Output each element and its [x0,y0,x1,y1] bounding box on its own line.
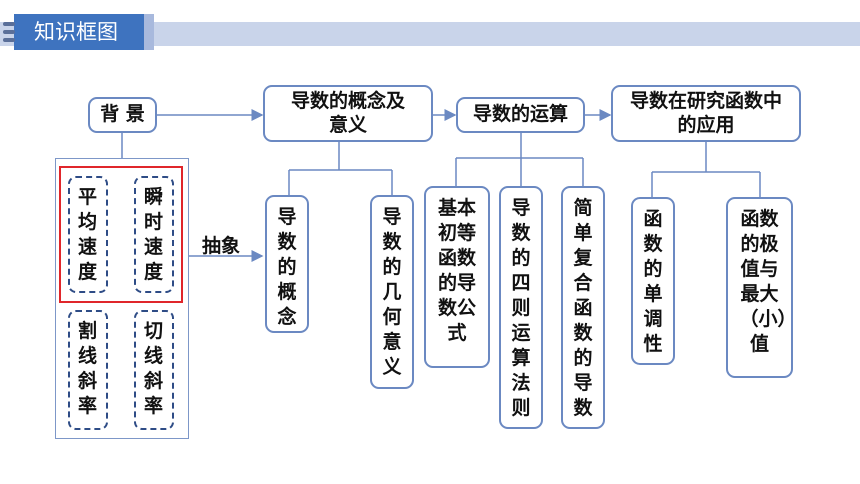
secant-slope-node: 割线斜率 [68,310,108,430]
concept-geo-node: 导数的几何意义 [370,195,414,389]
application-node: 导数在研究函数中的应用 [611,85,801,142]
four-rules-node: 导数的四则运算法则 [499,186,543,429]
header-title: 知识框图 [14,14,144,50]
avg-speed-node: 平均速度 [68,176,108,293]
operation-node: 导数的运算 [456,97,585,133]
binder-ring-icon [3,38,15,42]
concept-node: 导数的概念及意义 [263,85,433,142]
tangent-slope-node: 切线斜率 [134,310,174,430]
binder-ring-icon [3,30,15,34]
monotonic-node: 函数的单调性 [631,197,675,365]
abstract-label: 抽象 [202,235,241,257]
binder-ring-icon [3,22,15,26]
background-node: 背 景 [88,97,157,133]
highlight-box [59,166,183,303]
concept-def-node: 导数的概念 [265,195,309,333]
inst-speed-node: 瞬时速度 [134,176,174,293]
composite-node: 简单复合函数的导数 [561,186,605,429]
basic-formula-node: 基本初等函数的导数公式 [424,186,490,368]
header-tab-shadow [144,14,154,50]
extremum-node: 函数的极值与最大（小）值 [726,197,797,378]
